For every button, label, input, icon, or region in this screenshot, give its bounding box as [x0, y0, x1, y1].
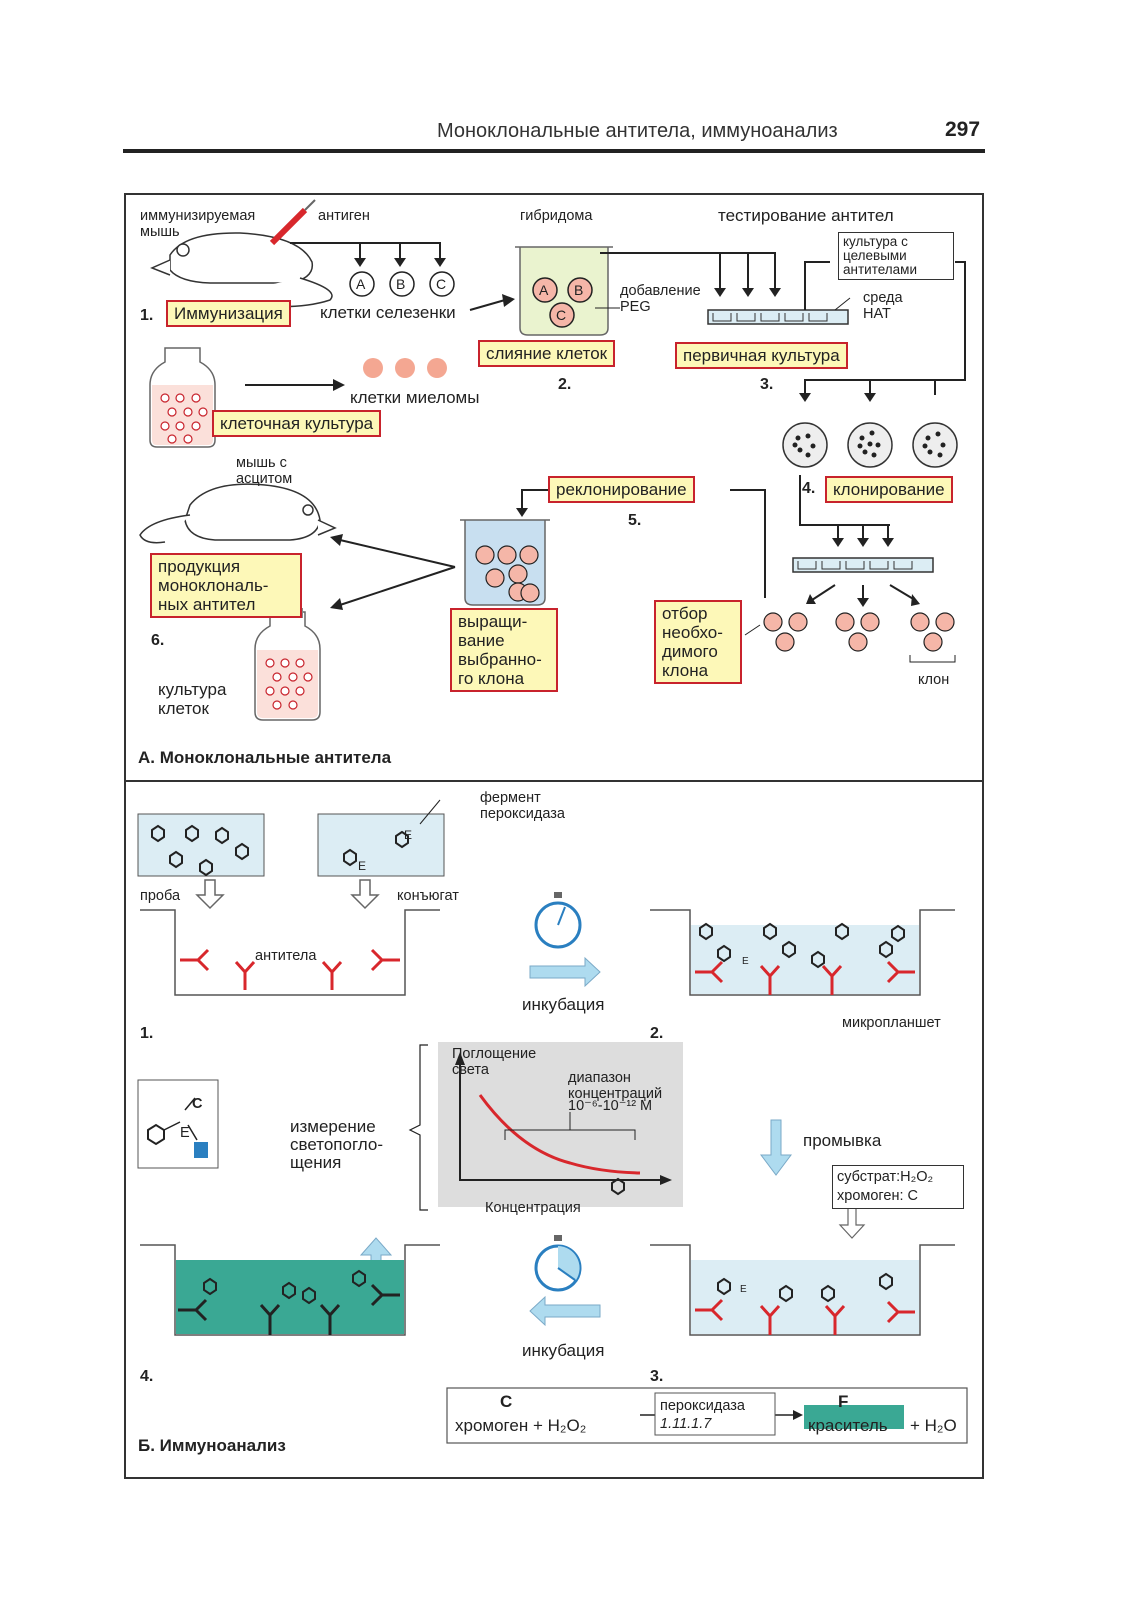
clone-label: клон: [918, 672, 950, 688]
letter-e: E: [740, 1284, 747, 1295]
microplate-label: микропланшет: [842, 1015, 941, 1031]
cell-letter: B: [574, 282, 584, 298]
cell-letter: C: [436, 276, 447, 292]
section-b-caption: Б. Иммуноанализ: [138, 1436, 286, 1455]
mouse-label: иммунизируемая мышь: [140, 208, 256, 240]
section-a-graphics: [139, 199, 966, 721]
myeloma-label: клетки миеломы: [350, 388, 480, 407]
absorption-label: Поглощение света: [452, 1046, 537, 1078]
eq-chromogen: хромоген + H₂O₂: [455, 1416, 587, 1435]
enzyme-label: фермент пероксидаза: [480, 790, 565, 822]
spleen-cells-label: клетки селезенки: [320, 303, 456, 322]
step-number: 2.: [650, 1025, 664, 1042]
incubation-label-2: инкубация: [522, 1341, 605, 1360]
target-culture-label: культура с целевыми антителами: [838, 232, 954, 280]
conjugate-label: конъюгат: [397, 888, 459, 904]
step-number: 5.: [628, 512, 642, 529]
cell-letter: C: [556, 307, 567, 323]
eq-peroxidase: пероксидаза: [660, 1398, 745, 1414]
antibodies-label: антитела: [255, 948, 317, 964]
step-number: 2.: [558, 376, 572, 393]
running-header: Моноклональные антитела, иммуноанализ: [437, 120, 838, 142]
beaker-icon: [515, 246, 613, 336]
measure-label: измерение светопогло-щения: [290, 1117, 383, 1172]
fusion-label: слияние клеток: [478, 340, 616, 367]
primary-culture-label: первичная культура: [675, 342, 848, 369]
wash-label: промывка: [803, 1131, 882, 1150]
step-number: 1.: [140, 1025, 154, 1042]
hat-label: среда НАТ: [863, 290, 903, 322]
section-b-graphics: [137, 799, 968, 1444]
cell-letter: A: [356, 276, 366, 292]
step-number: 6.: [151, 632, 165, 649]
section-separator: [124, 780, 984, 782]
growing-label: выращи-вание выбранно-го клона: [450, 608, 558, 692]
figure-frame: [124, 193, 984, 1479]
step-number: 4.: [802, 480, 816, 497]
letter-e: E: [358, 859, 367, 873]
step-number: 3.: [650, 1368, 664, 1385]
probe-label: проба: [140, 888, 181, 904]
recloning-label: реклонирование: [548, 476, 695, 503]
step-number: 1.: [140, 307, 154, 324]
hybridoma-label: гибридома: [520, 208, 593, 224]
step-number: 3.: [760, 376, 774, 393]
incubation-label: инкубация: [522, 995, 605, 1014]
range-label: диапазон концентраций: [568, 1070, 663, 1102]
letter-e: E: [742, 956, 749, 967]
cell-letter: A: [539, 282, 549, 298]
cloning-label: клонирование: [825, 476, 953, 503]
mouse-icon: [150, 232, 333, 308]
antigen-label: антиген: [318, 208, 370, 224]
section-a-caption: А. Моноклональные антитела: [138, 748, 392, 767]
selection-label: отбор необхо-димого клона: [654, 600, 742, 684]
cell-culture-label: клеточная культура: [212, 410, 382, 437]
syringe-icon: [269, 199, 316, 246]
header-rule: [123, 149, 985, 153]
eq-letter-f: F: [838, 1392, 849, 1411]
immunization-label: Иммунизация: [166, 300, 291, 327]
eq-ec: 1.11.1.7: [660, 1416, 712, 1432]
testing-label: тестирование антител: [718, 206, 894, 225]
eq-dye: краситель: [808, 1416, 888, 1435]
culture2-label: культура клеток: [158, 680, 227, 718]
letter-e: E: [180, 1125, 190, 1141]
substrate-label: субстрат:H₂O₂: [837, 1169, 934, 1185]
chromogen-label: хромоген: C: [837, 1188, 918, 1204]
cell-letter: B: [396, 276, 406, 292]
step-number: 4.: [140, 1368, 154, 1385]
eq-letter-c: C: [500, 1392, 513, 1411]
letter-c: C: [192, 1096, 203, 1112]
eq-water: + H₂O: [910, 1416, 957, 1435]
ascites-mouse-label: мышь с асцитом: [236, 455, 293, 487]
substrate-box: субстрат:H₂O₂ хромоген: C: [832, 1165, 964, 1209]
range-value: 10⁻⁶-10⁻¹² M: [568, 1098, 653, 1114]
letter-f: F: [196, 1178, 205, 1194]
letter-e: E: [404, 828, 413, 842]
production-label: продукция моноклональ-ных антител: [150, 553, 302, 618]
peg-label: добавление PEG: [620, 283, 701, 315]
page-number: 297: [945, 118, 981, 141]
concentration-label: Концентрация: [485, 1200, 581, 1216]
